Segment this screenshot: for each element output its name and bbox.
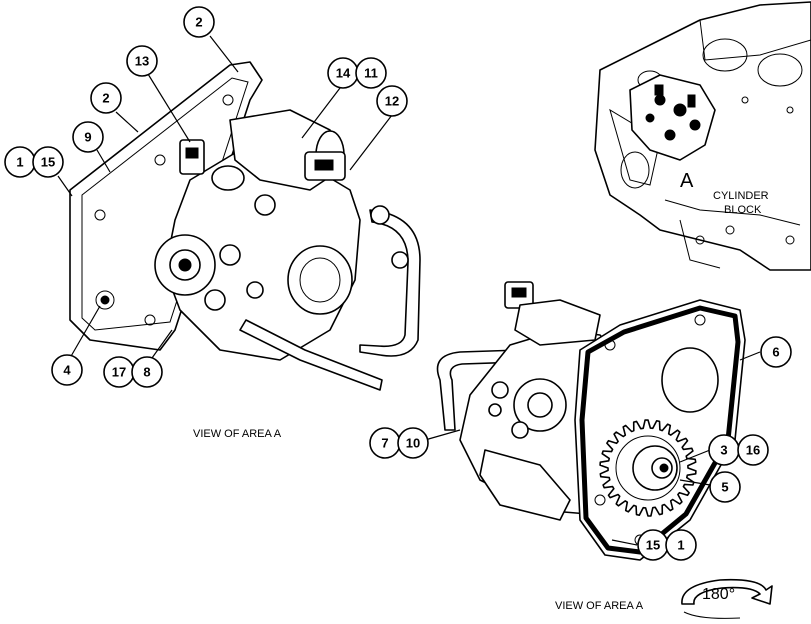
svg-text:10: 10 [406, 436, 420, 451]
callout-1-left: 1 [4, 146, 36, 178]
leader-lines [57, 35, 761, 546]
callout-10: 10 [397, 427, 429, 459]
callout-15-left: 15 [32, 146, 64, 178]
svg-text:12: 12 [385, 94, 399, 109]
mini-pump-illustration [629, 74, 716, 161]
cylinder-block-label-line1: CYLINDER [713, 190, 769, 202]
svg-text:16: 16 [746, 443, 760, 458]
callout-1-right: 1 [665, 529, 697, 561]
callout-11: 11 [355, 57, 387, 89]
gear-hub-ring [615, 435, 681, 501]
callout-16: 16 [737, 434, 769, 466]
svg-text:15: 15 [41, 155, 55, 170]
callout-5: 5 [709, 471, 741, 503]
svg-text:8: 8 [143, 365, 150, 380]
callout-4: 4 [51, 354, 83, 386]
svg-text:3: 3 [720, 443, 727, 458]
callout-17: 17 [103, 356, 135, 388]
cylinder-block-label-line2: BLOCK [724, 204, 762, 216]
callout-14: 14 [327, 57, 359, 89]
rotation-label: 180° [702, 586, 735, 603]
gasket-outline [579, 305, 741, 555]
svg-text:1: 1 [16, 155, 23, 170]
callout-3: 3 [708, 434, 740, 466]
svg-text:5: 5 [721, 480, 728, 495]
svg-text:9: 9 [84, 130, 91, 145]
callout-7: 7 [369, 427, 401, 459]
rotation-arrow-icon [681, 578, 773, 619]
svg-text:17: 17 [112, 365, 126, 380]
view-label-right: VIEW OF AREA A [555, 600, 644, 612]
svg-text:2: 2 [102, 91, 109, 106]
svg-text:13: 13 [135, 54, 149, 69]
cylinder-block-illustration: A CYLINDER BLOCK [594, 1, 811, 271]
svg-text:1: 1 [677, 538, 684, 553]
svg-text:7: 7 [381, 436, 388, 451]
callout-2-top: 2 [183, 6, 215, 38]
callout-2-mid: 2 [90, 82, 122, 114]
callout-15-right: 15 [637, 529, 669, 561]
svg-text:15: 15 [646, 538, 660, 553]
callout-8: 8 [131, 356, 163, 388]
area-a-label: A [680, 170, 694, 192]
right-pump-view-illustration [436, 281, 746, 561]
svg-text:4: 4 [63, 363, 71, 378]
svg-text:2: 2 [195, 15, 202, 30]
view-label-left: VIEW OF AREA A [193, 428, 282, 440]
callout-9: 9 [72, 121, 104, 153]
left-pump-view-illustration [69, 61, 421, 391]
svg-text:14: 14 [336, 66, 351, 81]
callout-13: 13 [126, 45, 158, 77]
callout-12: 12 [376, 85, 408, 117]
svg-text:11: 11 [364, 66, 378, 81]
svg-text:6: 6 [772, 345, 779, 360]
callout-6: 6 [760, 336, 792, 368]
